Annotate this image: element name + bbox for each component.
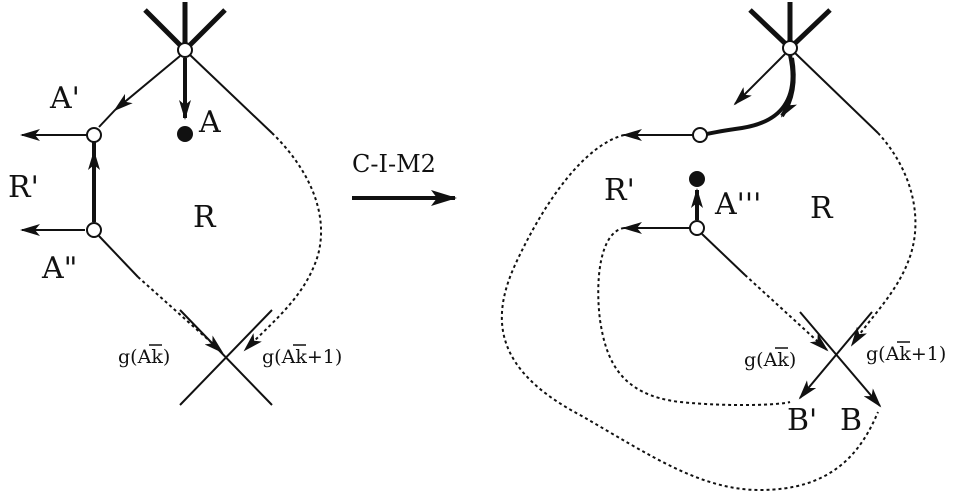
left-edge-lower [98, 235, 139, 278]
svg-text:g(Ak): g(Ak) [744, 349, 796, 371]
left-label-g-ak1: g(Ak+1) [262, 344, 342, 368]
right-label-a-triple-prime: A''' [714, 187, 761, 222]
right-label-r: R [810, 191, 834, 226]
left-dotted-right-boundary [243, 132, 323, 352]
left-top-vertex [177, 42, 193, 58]
right-dotted-outer-loop [500, 134, 879, 492]
left-point-a [177, 126, 193, 142]
left-node-lower [86, 222, 102, 238]
right-thick-arrow [780, 57, 798, 118]
svg-text:g(Ak): g(Ak) [118, 346, 170, 368]
left-label-g-ak: g(Ak) [118, 344, 170, 368]
left-dotted-lower [137, 276, 224, 354]
left-label-a-prime: A' [49, 81, 80, 116]
right-label-r-prime: R' [604, 173, 635, 208]
transform-arrow: C-I-M2 [352, 150, 457, 206]
right-label-g-ak: g(Ak) [744, 347, 796, 371]
left-node-upper [86, 127, 102, 143]
right-label-b-prime: B' [787, 403, 817, 438]
left-label-a-double-prime: A" [41, 251, 77, 286]
left-label-a: A [198, 105, 221, 140]
right-edge-right [793, 51, 879, 134]
right-top-vertex [782, 40, 798, 56]
left-diagram: A' A R' R A" g(Ak) g(Ak+1) [8, 2, 342, 406]
left-arrow-a-prime [113, 55, 181, 112]
right-label-b: B [840, 403, 862, 438]
svg-text:g(Ak+1): g(Ak+1) [262, 346, 342, 368]
svg-text:g(Ak+1): g(Ak+1) [866, 343, 946, 365]
right-dotted-right-boundary [850, 132, 917, 347]
right-diagram: R' A''' R g(Ak) g(Ak+1) B' B [500, 2, 946, 492]
right-dotted-inner-loop [597, 227, 791, 407]
right-point-a-triple [689, 171, 705, 187]
left-edge-right [188, 53, 273, 134]
transform-label: C-I-M2 [352, 150, 436, 178]
right-dotted-lower [744, 274, 829, 352]
right-cross-arrow-b [799, 311, 882, 408]
right-label-g-ak1: g(Ak+1) [866, 341, 946, 365]
right-thick-curve [701, 54, 795, 137]
left-label-r-prime: R' [8, 170, 39, 205]
right-node-lower [689, 220, 705, 236]
left-bottom-cross [179, 309, 273, 406]
right-arrow-thin-down [733, 53, 786, 106]
left-edge-to-node-top [98, 109, 116, 128]
right-edge-lower [701, 233, 746, 276]
right-node-upper [692, 127, 708, 143]
left-label-r: R [193, 200, 217, 235]
